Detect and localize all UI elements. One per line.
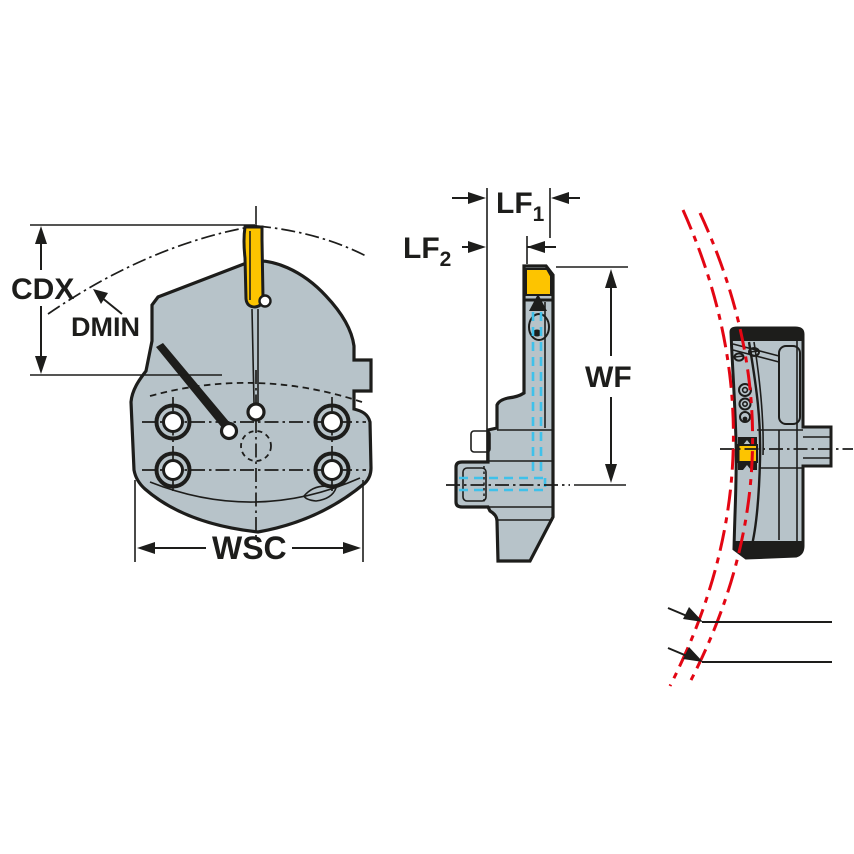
insert-side-box <box>522 264 555 302</box>
coolant-channel-vertical <box>531 312 543 476</box>
insert-front <box>242 225 265 309</box>
lf1-label: LF1 <box>496 187 545 226</box>
end-blade-curve <box>747 341 762 550</box>
insert-pin-end <box>246 402 266 422</box>
side-rail-detail <box>470 430 491 453</box>
insert-seat-hole <box>258 294 272 308</box>
cdx-label: CDX <box>11 273 74 306</box>
end-bottom-face <box>734 541 803 558</box>
wf-dimension: WF <box>556 266 632 486</box>
side-inner-lines <box>488 302 553 521</box>
clamp-lever <box>156 343 230 429</box>
insert-end <box>737 444 758 463</box>
dmin-annotation: DMIN <box>71 289 140 342</box>
front-wrench-cutout <box>303 485 338 502</box>
cdx-dimension: CDX <box>11 224 257 376</box>
insert-side <box>525 268 552 296</box>
bolt-hole <box>313 403 351 441</box>
workpiece-reference-curve-outer <box>668 209 735 687</box>
diameter-leader-top <box>667 607 832 623</box>
wf-label: WF <box>585 361 632 394</box>
end-slot <box>778 345 801 425</box>
bolt-hole <box>154 403 192 441</box>
end-inner-lines <box>757 341 831 541</box>
end-top-face <box>731 328 803 341</box>
end-view <box>667 209 853 687</box>
front-center-hidden-circle <box>240 430 272 462</box>
front-body <box>129 259 373 534</box>
bolt-hole <box>313 451 351 489</box>
coupling-boss-inner <box>462 467 487 502</box>
bolt-hole <box>154 451 192 489</box>
end-coolant-holes <box>738 383 752 423</box>
diameter-leader-bottom <box>667 647 832 663</box>
end-screw-head <box>748 347 760 357</box>
lf2-label: LF2 <box>403 232 451 271</box>
side-screw-dot <box>532 329 542 337</box>
end-blade-curve-2 <box>753 341 764 456</box>
coolant-channel-horizontal <box>459 476 547 492</box>
front-hidden-arc <box>149 381 363 403</box>
insert-clamp-jaw <box>529 294 547 311</box>
side-body <box>454 264 555 563</box>
insert-pin <box>251 308 259 404</box>
workpiece-reference-curve-inner <box>688 212 755 683</box>
front-view: CDX DMIN WSC <box>11 206 373 566</box>
dmin-label: DMIN <box>71 312 140 342</box>
side-screw-hole <box>528 313 550 341</box>
wsc-label: WSC <box>212 530 287 566</box>
lf1-dimension: LF1 <box>452 187 580 462</box>
end-screw-head <box>733 352 745 362</box>
side-view: LF1 LF2 WF <box>403 187 632 563</box>
lf2-dimension: LF2 <box>403 232 556 271</box>
clamp-lever-pivot <box>219 421 239 441</box>
dmin-arc <box>47 225 369 315</box>
wsc-dimension: WSC <box>134 480 364 566</box>
